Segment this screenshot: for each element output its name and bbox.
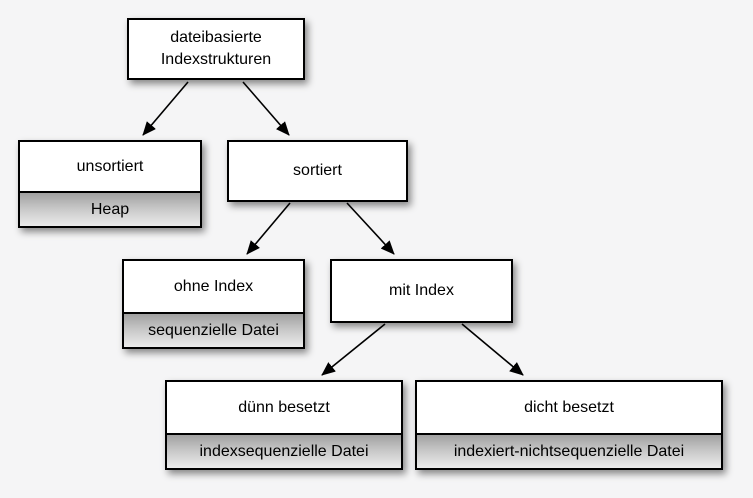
node-dicht-besetzt: dicht besetzt indexiert-nichtsequenziell… — [415, 380, 723, 470]
node-sublabel: sequenzielle Datei — [124, 312, 303, 347]
node-label: ohne Index — [173, 277, 254, 295]
node-ohne-index: ohne Index sequenzielle Datei — [122, 259, 305, 349]
node-sublabel: indexsequenzielle Datei — [167, 433, 401, 468]
node-unsortiert: unsortiert Heap — [18, 140, 202, 228]
node-sublabel: Heap — [20, 191, 200, 226]
node-label: dünn besetzt — [238, 398, 330, 416]
edge-sortiert-mit-index — [346, 202, 395, 255]
edge-mit-index-dicht — [461, 323, 524, 376]
edge-mit-index-duenn — [321, 323, 386, 376]
node-label: sortiert — [293, 162, 342, 180]
edge-sortiert-ohne-index — [246, 202, 291, 255]
node-label: dateibasierte Indexstrukturen — [160, 29, 272, 68]
edge-root-unsortiert — [142, 81, 189, 136]
node-dateibasierte-indexstrukturen: dateibasierte Indexstrukturen — [127, 18, 305, 80]
node-label: unsortiert — [76, 157, 144, 175]
edge-root-sortiert — [242, 81, 290, 136]
node-sublabel: indexiert-nichtsequenzielle Datei — [417, 433, 721, 468]
node-label: dicht besetzt — [524, 398, 614, 416]
node-mit-index: mit Index — [330, 259, 513, 323]
node-duenn-besetzt: dünn besetzt indexsequenzielle Datei — [165, 380, 403, 470]
node-sortiert: sortiert — [227, 140, 408, 202]
node-label: mit Index — [389, 282, 454, 300]
